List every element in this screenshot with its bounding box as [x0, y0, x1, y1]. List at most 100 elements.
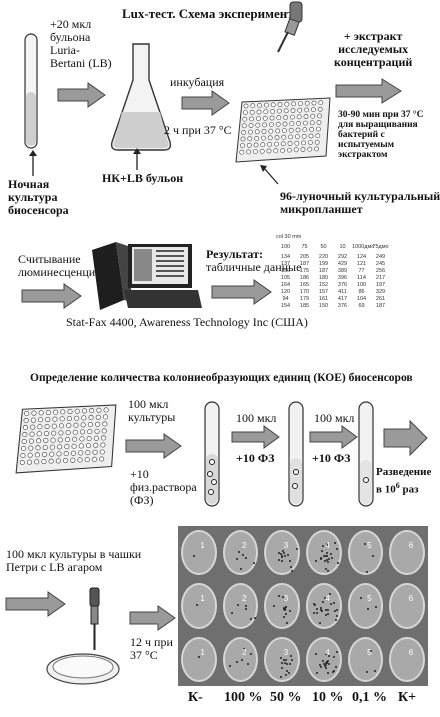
microplate-icon: [235, 97, 331, 163]
table-cell: 150: [318, 303, 329, 309]
table-cell: 114: [357, 275, 366, 281]
table-cell: 94: [282, 296, 289, 302]
table-cell: 124: [356, 254, 367, 260]
dilution-tube-3: [358, 401, 374, 507]
petri-dish: 4: [306, 583, 342, 629]
petri-dish: 1: [181, 583, 217, 629]
petri-dish: 2: [222, 530, 259, 576]
table-cell: 77: [358, 268, 365, 274]
step2-saline: +10 ФЗ: [312, 451, 351, 465]
table-header-cell: 1000дмо: [352, 244, 375, 250]
nk-lb-label: НК+LB бульон: [102, 171, 184, 185]
result-label: Результат:табличные данные: [206, 247, 302, 274]
pointer-arrow: [260, 165, 279, 185]
petri-dish: 2: [222, 583, 259, 629]
plate-number: 3: [283, 541, 289, 551]
table-cell: 104: [356, 296, 367, 302]
table-cell: 249: [375, 254, 386, 260]
plate-number: 6: [408, 541, 414, 551]
table-cell: 217: [375, 275, 386, 281]
table-cell: 187: [375, 303, 386, 309]
table-cell: 121: [356, 261, 367, 267]
table-cell: 376: [337, 303, 348, 309]
pointer-arrow: [29, 150, 37, 176]
plate-number: 5: [367, 647, 372, 657]
table-cell: 417: [337, 296, 348, 302]
table-cell: 429: [337, 261, 348, 267]
plate-number: 4: [325, 594, 330, 604]
flask-icon: [110, 43, 172, 151]
flow-arrow: [125, 433, 182, 459]
table-cell: 164: [280, 282, 291, 288]
microplate-icon: [15, 404, 117, 474]
plate-number: 6: [408, 594, 414, 604]
petri-dish-icon: [46, 653, 120, 685]
col-label: 10 %: [312, 690, 344, 705]
flow-arrow: [231, 425, 280, 449]
petri-dish: 5: [347, 530, 384, 576]
table-cell: 157: [318, 289, 329, 295]
plate-number: 2: [242, 647, 247, 657]
pipette-icon: [89, 587, 100, 650]
petri-dish: 3: [264, 530, 300, 576]
petri-dish: 1: [181, 530, 217, 576]
table-header-cell: 75: [301, 244, 308, 250]
table-cell: 187: [318, 268, 329, 274]
petri-dish: 1: [181, 636, 217, 682]
time-label: 2 ч при 37 °С: [164, 123, 232, 137]
dilution-tube-2: [288, 401, 304, 507]
flow-arrow: [5, 591, 66, 617]
flow-arrow: [21, 283, 82, 309]
plate-number: 2: [242, 594, 247, 604]
petri-dish: 4: [306, 530, 342, 576]
table-cell: 86: [358, 289, 365, 295]
dilution-label: Разведение в 106 раз: [376, 466, 432, 496]
table-cell: 100: [356, 282, 367, 288]
table-caption: col 30 mm: [276, 234, 302, 240]
plate-number: 3: [283, 647, 289, 657]
plate-number: 1: [200, 594, 205, 604]
step1-label: 100 мкл: [236, 411, 277, 425]
plate-number: 1: [200, 647, 205, 657]
table-cell: 329: [375, 289, 386, 295]
table-cell: 256: [375, 268, 386, 274]
flow-arrow: [383, 419, 428, 457]
device-label: Stat-Fax 4400, Awareness Technology Inc …: [66, 315, 308, 329]
table-cell: 199: [318, 261, 329, 267]
table-cell: 69: [358, 303, 365, 309]
col-label: 50 %: [270, 690, 302, 705]
table-header-cell: 10: [339, 244, 346, 250]
petri-dish: 6: [389, 636, 425, 682]
flow-arrow: [211, 279, 272, 305]
table-cell: 120: [280, 289, 291, 295]
step2-label: 100 мкл: [314, 411, 355, 425]
table-cell: 186: [299, 275, 310, 281]
plate-number: 4: [325, 541, 330, 551]
page-title: Lux-тест. Схема эксперимента: [122, 6, 301, 21]
table-cell: 161: [318, 296, 329, 302]
petri-dish: 2: [222, 636, 259, 682]
table-cell: 187: [299, 261, 310, 267]
table-header-cell: 100: [280, 244, 291, 250]
table-header-cell: 75дмо: [372, 244, 389, 250]
petri-dish: 6: [389, 583, 425, 629]
table-cell: 197: [375, 282, 386, 288]
petri-dish: 5: [347, 636, 384, 682]
petri-dish: 5: [347, 583, 384, 629]
table-cell: 165: [299, 282, 310, 288]
incubation-label: инкубация: [170, 75, 225, 89]
